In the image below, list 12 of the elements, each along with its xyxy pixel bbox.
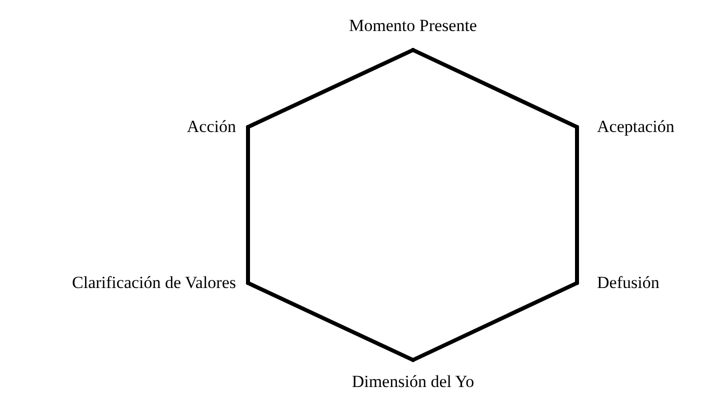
vertex-label: Defusión bbox=[577, 271, 660, 295]
hexagon-side bbox=[575, 125, 579, 285]
vertex-label: Aceptación bbox=[577, 115, 674, 139]
hexagon-side bbox=[411, 281, 579, 362]
hexagon-side bbox=[246, 48, 415, 129]
vertex-label: Clarificación de Valores bbox=[72, 271, 248, 295]
hexagon-side bbox=[246, 125, 250, 285]
hexagon-side bbox=[246, 281, 415, 362]
hexagon-side bbox=[411, 48, 579, 129]
vertex-label: Momento Presente bbox=[349, 14, 477, 50]
vertex-label: Acción bbox=[186, 115, 248, 139]
vertex-label: Dimensión del Yo bbox=[352, 360, 474, 394]
